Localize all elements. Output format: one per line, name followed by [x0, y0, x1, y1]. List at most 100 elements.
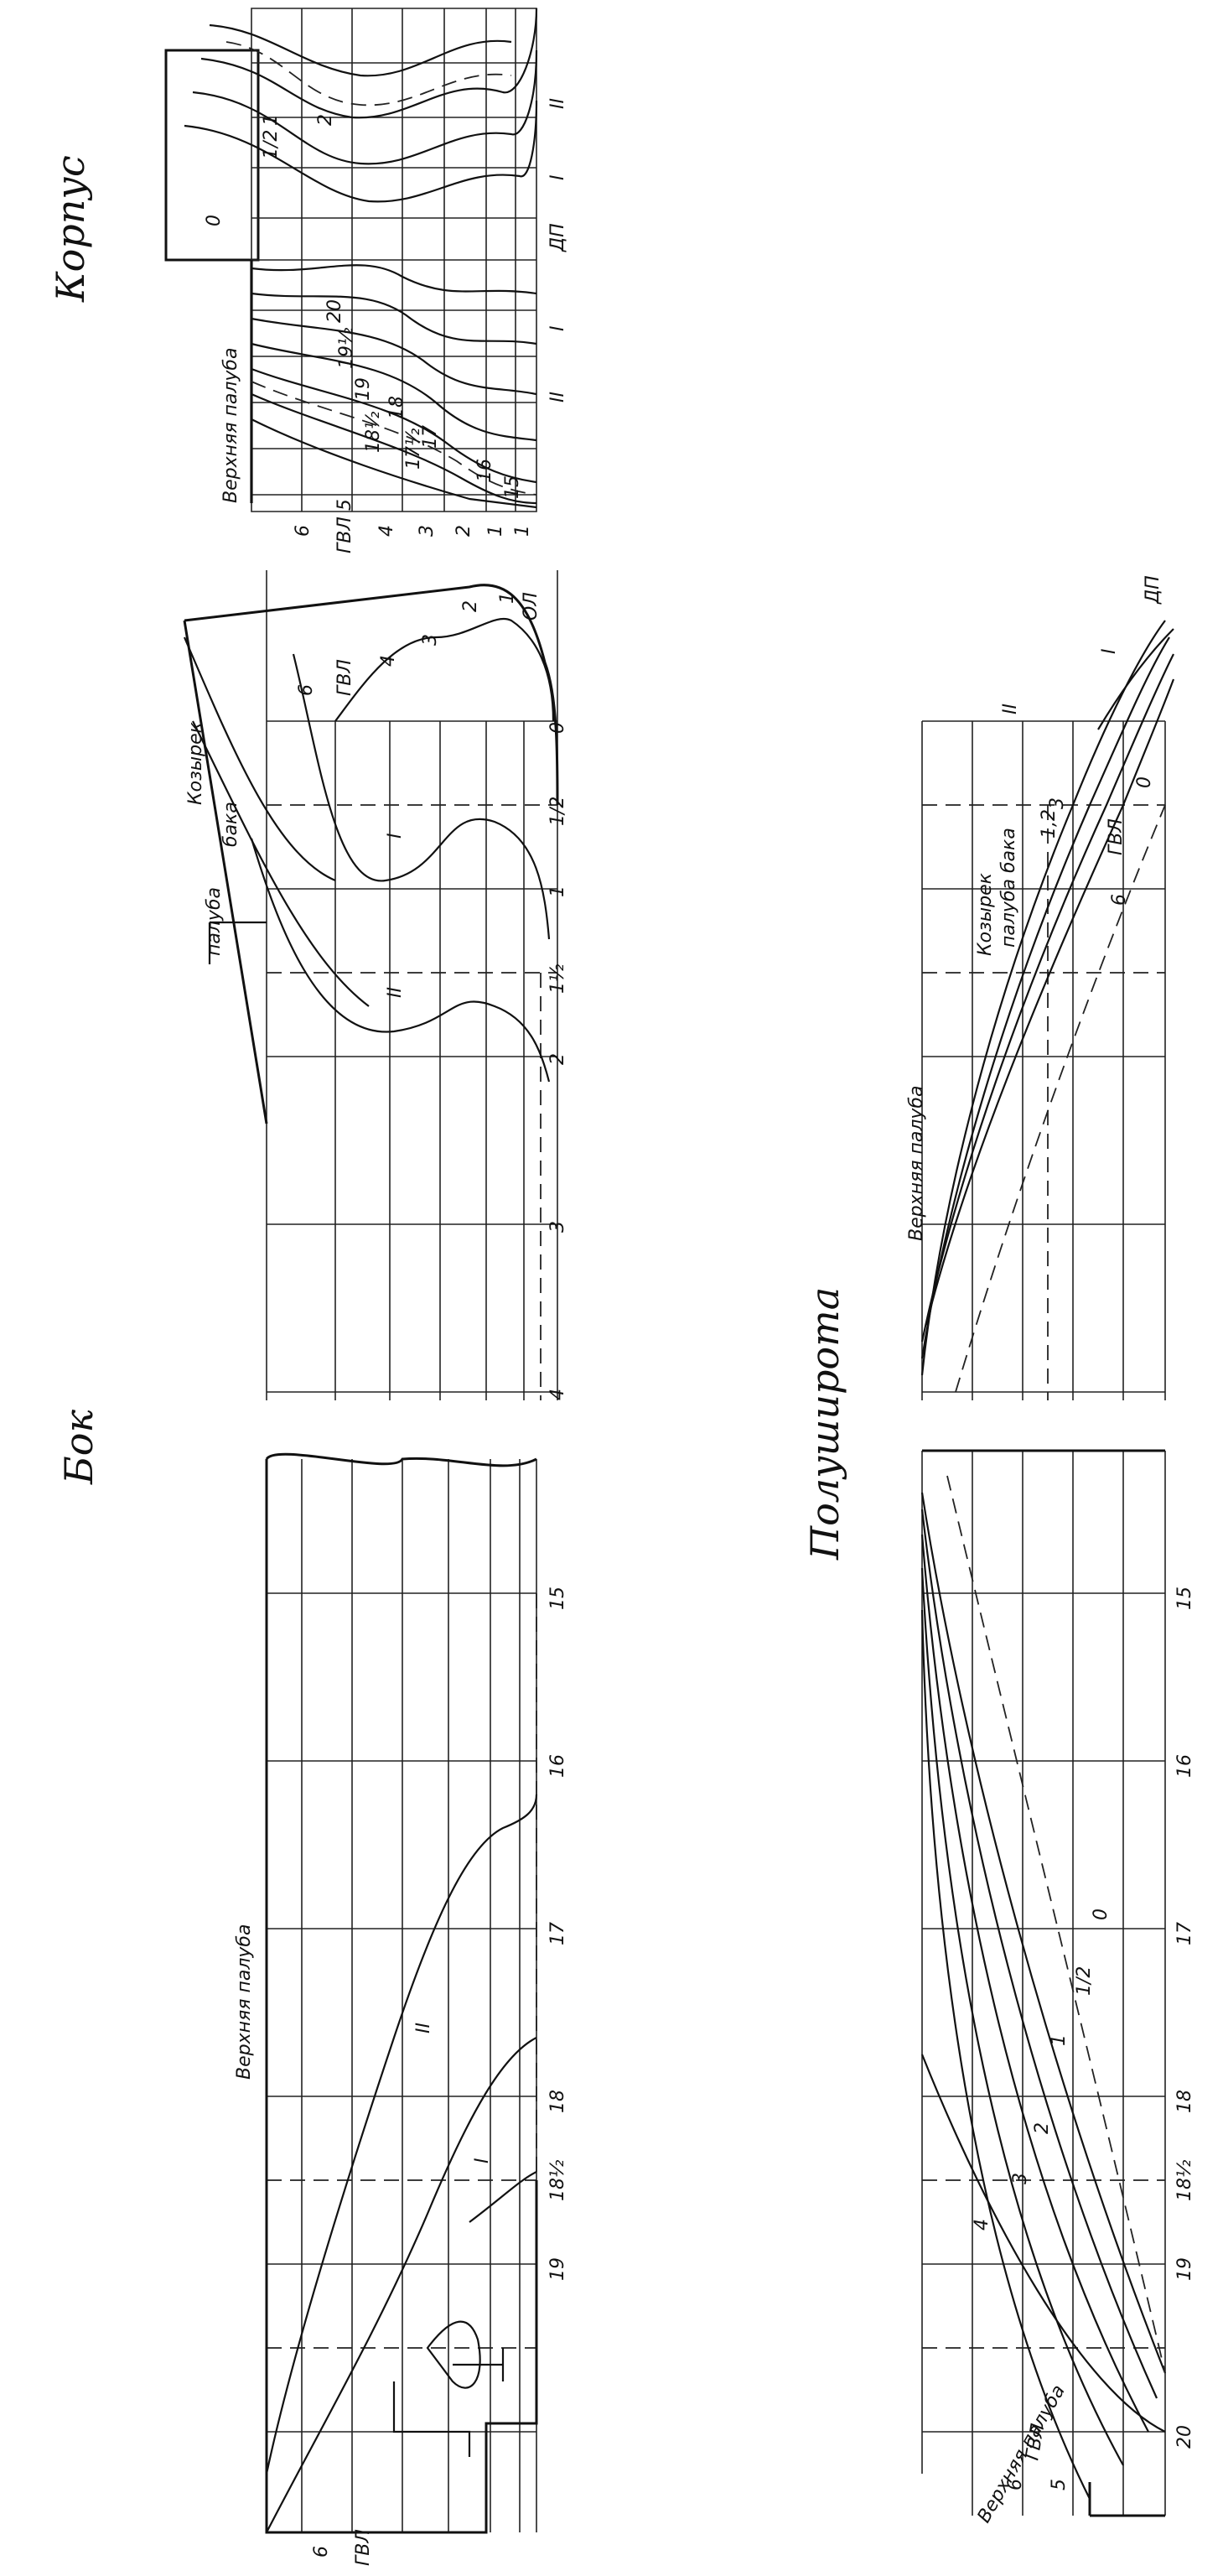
hb-curve-1 [920, 620, 1166, 1376]
label-st-16: 16 [474, 459, 495, 482]
label-wl-half: 1/2 [1074, 1966, 1095, 1996]
label-st-18: 18 [386, 396, 407, 419]
stern-tube [392, 2381, 471, 2457]
label-buttock-2: II [1000, 704, 1021, 714]
label-wl-3: 3 [1047, 797, 1068, 809]
label-wl-2: 2 [1032, 2122, 1053, 2134]
label-forecastle: Козырек [185, 721, 206, 805]
label-buttock-2a: II [547, 98, 568, 109]
label-st-18: 18 [1174, 2090, 1195, 2113]
label-wl-1: 1 [485, 525, 506, 537]
label-st-17: 17 [1174, 1922, 1195, 1945]
label-st-half: 1/2 [261, 130, 282, 159]
label-st-19h: 19½ [336, 328, 357, 369]
label-st-15: 15 [502, 475, 523, 499]
label-buttock-2: II [385, 987, 406, 998]
label-st-0: 0 [547, 722, 568, 734]
aft-outline [265, 1452, 538, 2534]
label-wl-0: 0 [1134, 776, 1155, 788]
label-st-4: 4 [547, 1389, 568, 1400]
label-st-2: 2 [315, 114, 336, 126]
label-st-2: 2 [547, 1053, 568, 1065]
label-st-16: 16 [547, 1754, 568, 1778]
label-deck: палуба [204, 887, 225, 956]
hb-aft-6 [920, 2054, 1166, 2433]
label-st-20: 20 [324, 299, 345, 323]
label-upper-deck: Верхняя палуба [220, 348, 241, 503]
label-buttock-1: I [472, 2158, 493, 2164]
label-upper-deck: Верхняя палуба [234, 1924, 255, 2080]
label-wl-dwl: ГВЛ [334, 659, 355, 696]
buttock-1-curve [292, 653, 551, 940]
hb-aft-2 [920, 1509, 1158, 2399]
label-st-3: 3 [547, 1221, 568, 1233]
label-st-18h: 18½ [547, 2160, 568, 2201]
propeller [426, 2320, 505, 2389]
label-st-1: 1 [547, 886, 568, 897]
label-wl-6: 6 [293, 525, 314, 537]
body-plan-fwd-sections [184, 8, 538, 203]
bow-waterline-curve [334, 617, 555, 722]
label-wl-dwl: ГВЛ [353, 2529, 374, 2566]
label-wl-2: 2 [460, 600, 481, 612]
hb-aft-1 [920, 1492, 1167, 2374]
buttock-2-curve [250, 838, 551, 1083]
label-st-18: 18 [547, 2090, 568, 2113]
label-wl-2: 2 [453, 525, 474, 537]
label-wl-6: 6 [1005, 2479, 1026, 2490]
label-st-18h: 18½ [363, 412, 384, 453]
stem-contour [183, 584, 559, 1124]
hb-aft-dashed [946, 1475, 1166, 2374]
hb-curve-top [1097, 628, 1174, 730]
label-st-1h: 1½ [547, 964, 568, 994]
hb-aft-4 [920, 1567, 1124, 2466]
label-wl-dwl: ГВЛ 5 [334, 499, 355, 553]
body-plan-grid [251, 8, 537, 512]
label-st-19: 19 [547, 2257, 568, 2281]
label-centerline: ДП [547, 223, 568, 252]
label-upper-deck: Верхняя палуба [906, 1086, 927, 1241]
title-profile: Бок [56, 1410, 101, 1485]
label-wl-6: 6 [296, 684, 317, 696]
profile-aft-grid [266, 1459, 537, 2532]
label-st-16: 16 [1174, 1754, 1195, 1778]
label-wl-0: ОЛ [521, 592, 542, 621]
label-wl-4: 4 [972, 2219, 992, 2231]
label-wl-1: 1 [497, 592, 518, 604]
label-wl-4: 4 [378, 655, 399, 667]
label-centerline: ДП [1143, 575, 1163, 605]
transom-outline [164, 49, 260, 262]
profile-forward: Козырек палуба бака I II 6 ГВЛ 4 3 2 1 О… [183, 570, 568, 1400]
label-st-15: 15 [547, 1587, 568, 1610]
label-deck-2: бака [220, 802, 241, 847]
deck-line-2 [192, 720, 370, 1007]
label-buttock-2: II [413, 2023, 434, 2033]
label-st-19: 19 [1174, 2257, 1195, 2281]
label-buttock-1: I [1099, 649, 1120, 655]
label-wl-5: 5 [1049, 2479, 1070, 2490]
label-buttock-2b: II [547, 392, 568, 402]
label-st-18h: 18½ [1174, 2160, 1195, 2201]
label-buttock-1b: I [547, 326, 568, 332]
hb-curve-dwl [955, 804, 1166, 1393]
deck-line-1 [183, 636, 336, 882]
hb-curve-3 [920, 653, 1174, 1343]
profile-forward-grid [266, 570, 558, 1400]
half-breadth-aft: Верхняя палуба ГВЛ 6 5 4 3 2 1 1/2 0 15 … [920, 1449, 1195, 2527]
label-st-17: 17 [420, 425, 441, 449]
label-wl-1: 1 [1049, 2034, 1070, 2046]
hb-aft-5 [920, 1609, 1091, 2500]
half-breadth-fwd-grid [921, 720, 1166, 1400]
profile-aft: Верхняя палуба II I 6 ГВЛ 15 16 17 18 18… [234, 1452, 568, 2566]
label-wl-0: 1 [512, 525, 533, 537]
label-st-1: 1 [261, 114, 282, 126]
hb-curve-4 [925, 678, 1175, 1326]
aft-hb-outline [922, 1449, 1165, 2517]
label-forecastle: Козырек [975, 872, 996, 956]
body-plan: Верхняя палуба ДП I II I II 6 ГВЛ 5 4 3 … [164, 8, 568, 553]
label-wl-6: 6 [311, 2546, 332, 2558]
label-st-17: 17 [547, 1922, 568, 1945]
label-buttock-1: I [385, 834, 406, 839]
label-st-0: 0 [204, 215, 225, 226]
